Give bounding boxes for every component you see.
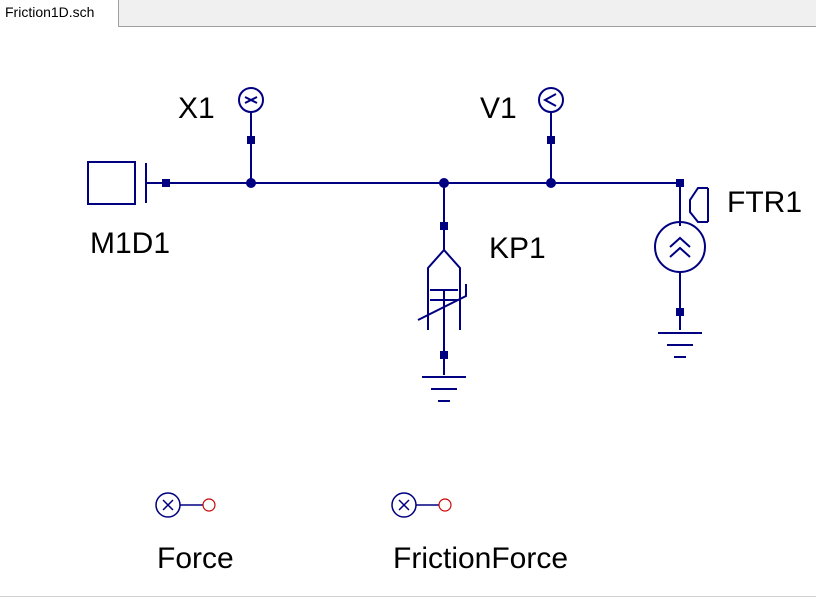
friction-force-label: FrictionForce [393,542,568,575]
kp1-spring[interactable] [417,183,467,375]
ftr1-label: FTR1 [727,186,802,219]
m1d1-label: M1D1 [90,227,170,260]
schematic-canvas[interactable]: M1D1 X1 V1 KP1 [0,27,816,600]
document-tab-bar: Friction1D.sch [0,0,816,27]
v1-label: V1 [480,92,517,125]
bottom-border [0,596,816,597]
m1d1-mass[interactable] [87,161,170,205]
kp1-ground [422,376,466,402]
tab-friction1d[interactable]: Friction1D.sch [0,0,119,27]
ftr1-friction[interactable] [654,179,709,330]
junction-v1 [546,178,556,188]
x1-label: X1 [178,92,215,125]
junction-x1 [246,178,256,188]
schematic-svg: M1D1 X1 V1 KP1 [87,87,802,575]
force-output[interactable] [155,492,216,518]
v1-probe[interactable] [538,87,564,183]
ftr1-ground [658,332,702,358]
kp1-label: KP1 [489,232,546,265]
force-label: Force [157,542,234,575]
x1-probe[interactable] [238,87,264,183]
friction-force-output[interactable] [391,492,452,518]
